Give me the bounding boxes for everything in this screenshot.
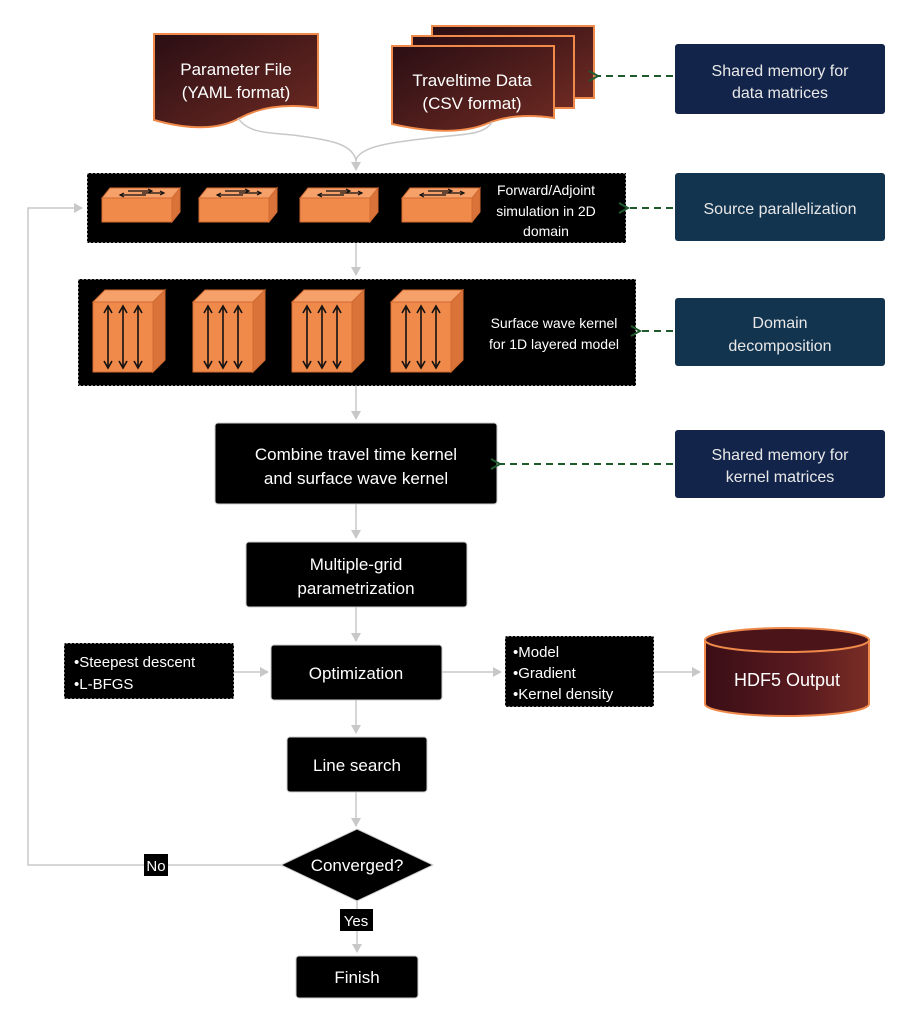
combine-line1: Combine travel time kernel	[255, 445, 457, 464]
converged-decision: Converged?	[279, 828, 435, 902]
forward-label-line3: domain	[523, 223, 569, 239]
cube-icon-1	[92, 289, 166, 373]
traveltime-data-line2: (CSV format)	[422, 94, 521, 113]
parameter-file-doc: Parameter File (YAML format)	[153, 33, 319, 129]
kernel-label-line2: for 1D layered model	[489, 336, 619, 352]
forward-label-line1: Forward/Adjoint	[497, 182, 595, 198]
note-shared-memory-data-line2: data matrices	[732, 85, 828, 102]
surface-wave-kernel-stage: Surface wave kernel for 1D layered model	[77, 278, 637, 387]
output-gradient: •Gradient	[513, 665, 577, 682]
hdf5-output-cylinder: HDF5 Output	[704, 627, 870, 717]
output-model: •Model	[513, 644, 559, 661]
slab-icon-2	[198, 187, 278, 223]
note-shared-memory-kernel-line1: Shared memory for	[712, 447, 850, 464]
parameter-file-line2: (YAML format)	[182, 83, 291, 102]
note-shared-memory-kernel-line2: kernel matrices	[726, 469, 834, 486]
line-search-stage: Line search	[286, 736, 428, 793]
optimization-label: Optimization	[309, 664, 403, 683]
no-label-bg	[144, 854, 168, 876]
parameter-file-line1: Parameter File	[180, 60, 291, 79]
method-steepest-descent: •Steepest descent	[74, 654, 196, 671]
finish-label: Finish	[334, 968, 379, 987]
note-source-parallelization: Source parallelization	[675, 173, 885, 241]
finish-stage: Finish	[295, 955, 419, 999]
forward-adjoint-stage: Forward/Adjoint simulation in 2D domain	[86, 172, 627, 244]
slab-icon-3	[299, 187, 379, 223]
traveltime-data-line1: Traveltime Data	[412, 71, 532, 90]
combine-stage: Combine travel time kernel and surface w…	[214, 422, 498, 505]
note-domain-decomposition-line2: decomposition	[728, 338, 831, 355]
note-domain-decomposition-line1: Domain	[752, 315, 807, 332]
hdf5-output-label: HDF5 Output	[734, 670, 840, 690]
cube-icon-2	[192, 289, 266, 373]
no-label: No	[146, 858, 165, 875]
yes-label-bg	[340, 909, 373, 931]
line-search-label: Line search	[313, 756, 401, 775]
outputs-list-box: •Model •Gradient •Kernel density	[504, 635, 655, 708]
optimization-stage: Optimization	[270, 644, 443, 701]
note-shared-memory-kernel: Shared memory for kernel matrices	[675, 430, 885, 498]
multigrid-line1: Multiple-grid	[310, 555, 403, 574]
multigrid-stage: Multiple-grid parametrization	[245, 541, 468, 608]
methods-box: •Steepest descent •L-BFGS	[63, 642, 235, 700]
method-lbfgs: •L-BFGS	[74, 676, 133, 693]
yes-label: Yes	[344, 913, 368, 930]
combine-line2: and surface wave kernel	[264, 469, 448, 488]
slab-icon-4	[401, 187, 481, 223]
traveltime-data-doc-stack: Traveltime Data (CSV format)	[391, 25, 595, 132]
note-source-parallelization-line1: Source parallelization	[704, 201, 857, 218]
cube-icon-4	[390, 289, 464, 373]
note-shared-memory-data-line1: Shared memory for	[712, 63, 850, 80]
note-shared-memory-data: Shared memory for data matrices	[675, 44, 885, 114]
connector-data-to-forward	[355, 121, 493, 161]
slab-icon-1	[101, 187, 181, 223]
converged-label: Converged?	[311, 856, 404, 875]
forward-label-line2: simulation in 2D	[496, 203, 596, 219]
note-domain-decomposition: Domain decomposition	[675, 298, 885, 366]
output-kernel-density: •Kernel density	[513, 686, 614, 703]
kernel-label-line1: Surface wave kernel	[491, 315, 618, 331]
multigrid-line2: parametrization	[297, 579, 414, 598]
connector-param-to-forward	[237, 117, 357, 161]
cube-icon-3	[291, 289, 365, 373]
